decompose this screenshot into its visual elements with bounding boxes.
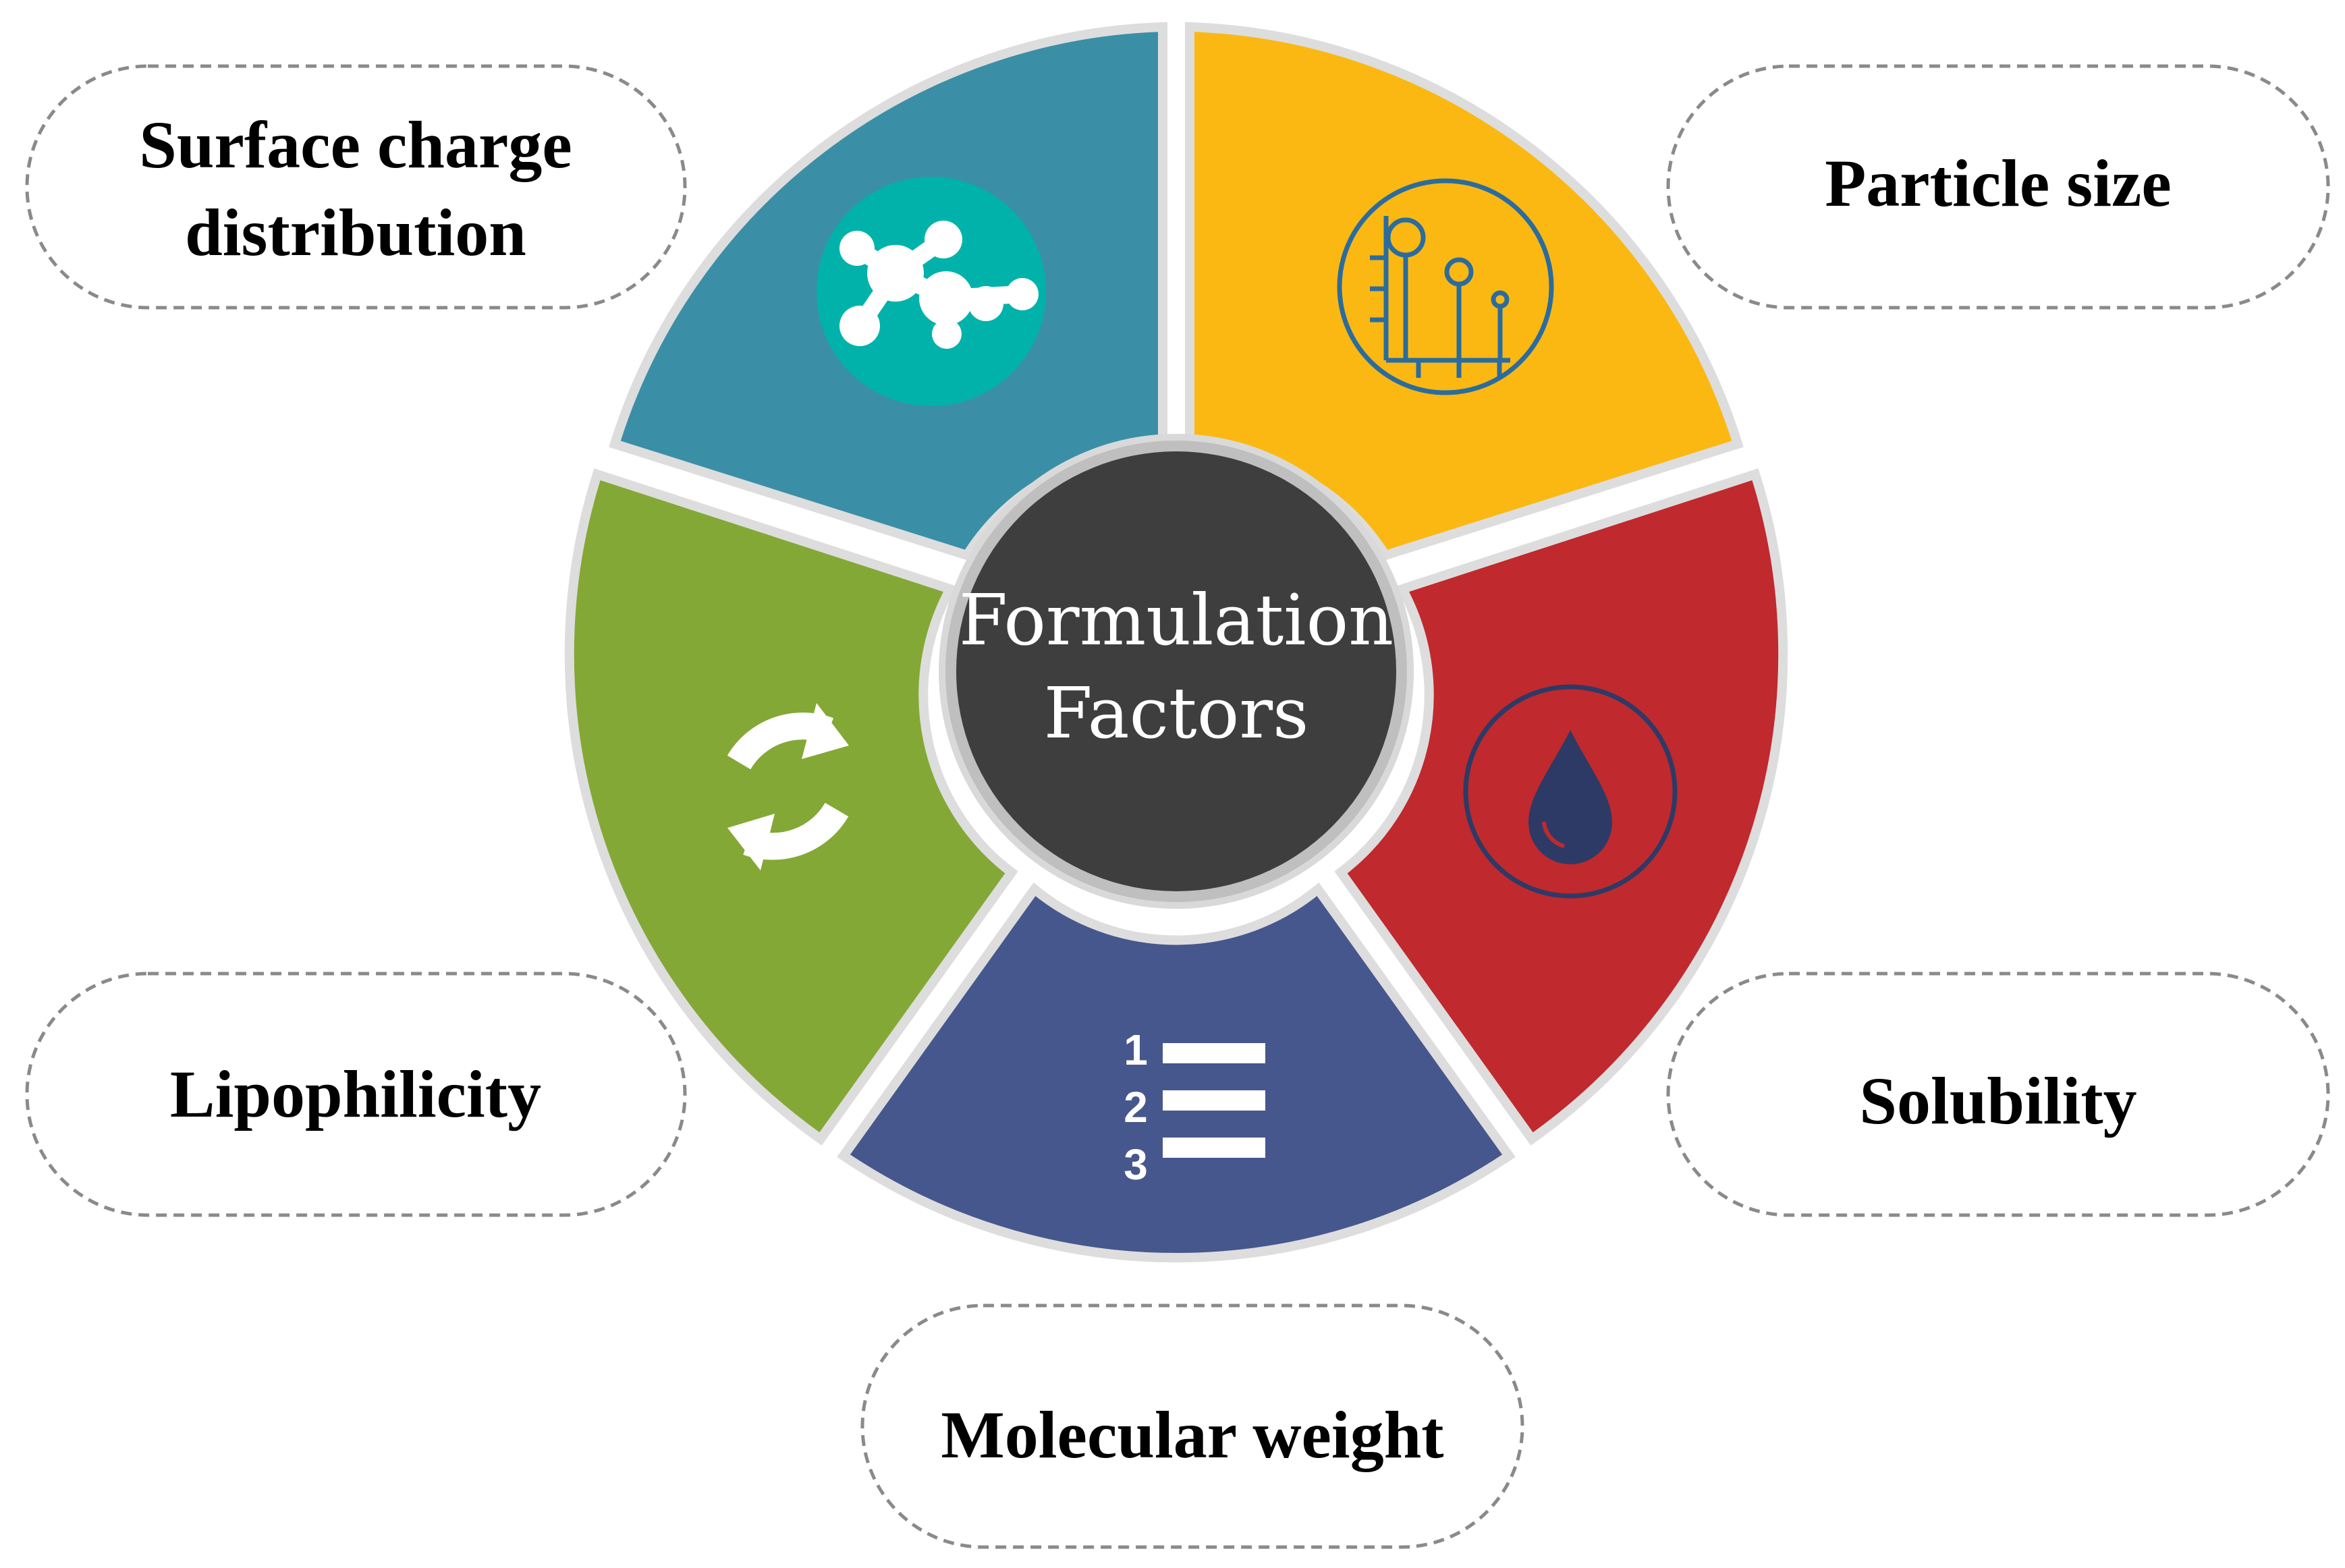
- pill-surface-charge: Surface charge distribution: [25, 64, 687, 310]
- label-lipophilicity: Lipophilicity: [170, 1057, 541, 1131]
- label-solubility: Solubility: [1859, 1063, 2136, 1138]
- numbered-list-icon: 1 2 3: [1124, 1026, 1265, 1189]
- label-molecular-weight: Molecular weight: [941, 1397, 1443, 1472]
- water-drop-icon: [1463, 684, 1678, 899]
- pill-molecular-weight: Molecular weight: [860, 1304, 1524, 1549]
- pill-solubility: Solubility: [1666, 972, 2330, 1217]
- segment-lipophilicity: [564, 468, 1018, 1146]
- pill-lipophilicity: Lipophilicity: [25, 972, 687, 1217]
- molecule-icon: [817, 177, 1046, 406]
- wheel: [564, 22, 1788, 1262]
- label-surface-charge-line2: distribution: [185, 195, 526, 270]
- center-title-line2: Factors: [1044, 672, 1309, 754]
- pill-particle-size: Particle size: [1666, 64, 2330, 310]
- label-surface-charge-line1: Surface charge: [139, 107, 572, 182]
- list-number-1: 1: [1124, 1026, 1148, 1074]
- center-hub: Formulation Factors: [939, 434, 1414, 909]
- refresh-arrows-icon: [727, 703, 849, 870]
- list-number-2: 2: [1124, 1083, 1148, 1131]
- particle-size-chart-icon: [1337, 178, 1554, 395]
- label-particle-size: Particle size: [1825, 146, 2172, 221]
- center-title-line1: Formulation: [959, 579, 1394, 661]
- segment-molecular-weight: [837, 882, 1516, 1262]
- list-number-3: 3: [1124, 1140, 1148, 1189]
